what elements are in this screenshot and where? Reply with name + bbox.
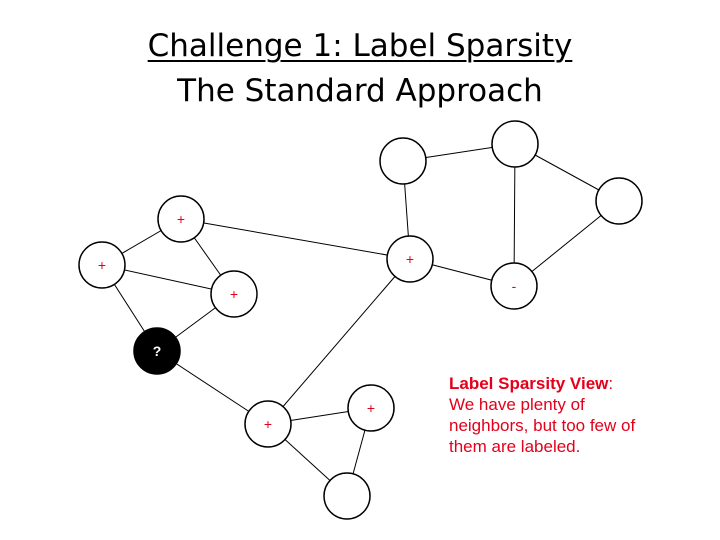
node-circle — [244, 400, 292, 448]
node-label: + — [264, 416, 272, 432]
node-circle — [157, 195, 205, 243]
node-label: + — [98, 257, 106, 273]
node-circle — [210, 270, 258, 318]
graph-node — [379, 137, 427, 185]
note-heading-line: Label Sparsity View: — [449, 373, 699, 394]
node-label: + — [177, 211, 185, 227]
graph-node: + — [244, 400, 292, 448]
note-heading: Label Sparsity View — [449, 374, 609, 393]
graph-node — [491, 120, 539, 168]
graph-node: + — [386, 235, 434, 283]
node-circle — [78, 241, 126, 289]
graph-edge-n5-n10 — [267, 258, 411, 425]
slide-title: Challenge 1: Label Sparsity — [147, 28, 573, 64]
node-label: - — [512, 278, 517, 294]
node-circle — [347, 384, 395, 432]
node-circle — [490, 262, 538, 310]
node-label: + — [230, 286, 238, 302]
node-label: + — [367, 400, 375, 416]
graph-edge-n1-n5 — [180, 218, 411, 260]
node-circle — [491, 120, 539, 168]
graph-node: + — [78, 241, 126, 289]
node-circle — [379, 137, 427, 185]
graph-nodes: + + +? + - + + — [78, 120, 643, 520]
node-label: + — [406, 251, 414, 267]
note-line-1: We have plenty of — [449, 395, 585, 414]
graph-node — [323, 472, 371, 520]
node-circle — [595, 177, 643, 225]
unknown-node: ? — [133, 327, 181, 375]
graph-node: + — [210, 270, 258, 318]
unknown-label: ? — [153, 343, 162, 359]
node-circle — [323, 472, 371, 520]
note-line-2: neighbors, but too few of — [449, 416, 636, 435]
note-line-3: them are labeled. — [449, 437, 581, 456]
graph-node: + — [347, 384, 395, 432]
note-colon: : — [608, 374, 614, 393]
graph-node — [595, 177, 643, 225]
node-circle — [386, 235, 434, 283]
graph-node: + — [157, 195, 205, 243]
label-sparsity-note: Label Sparsity View: We have plenty of n… — [449, 373, 699, 457]
graph-node: - — [490, 262, 538, 310]
node-circle — [133, 327, 181, 375]
slide-subtitle: The Standard Approach — [177, 73, 543, 109]
